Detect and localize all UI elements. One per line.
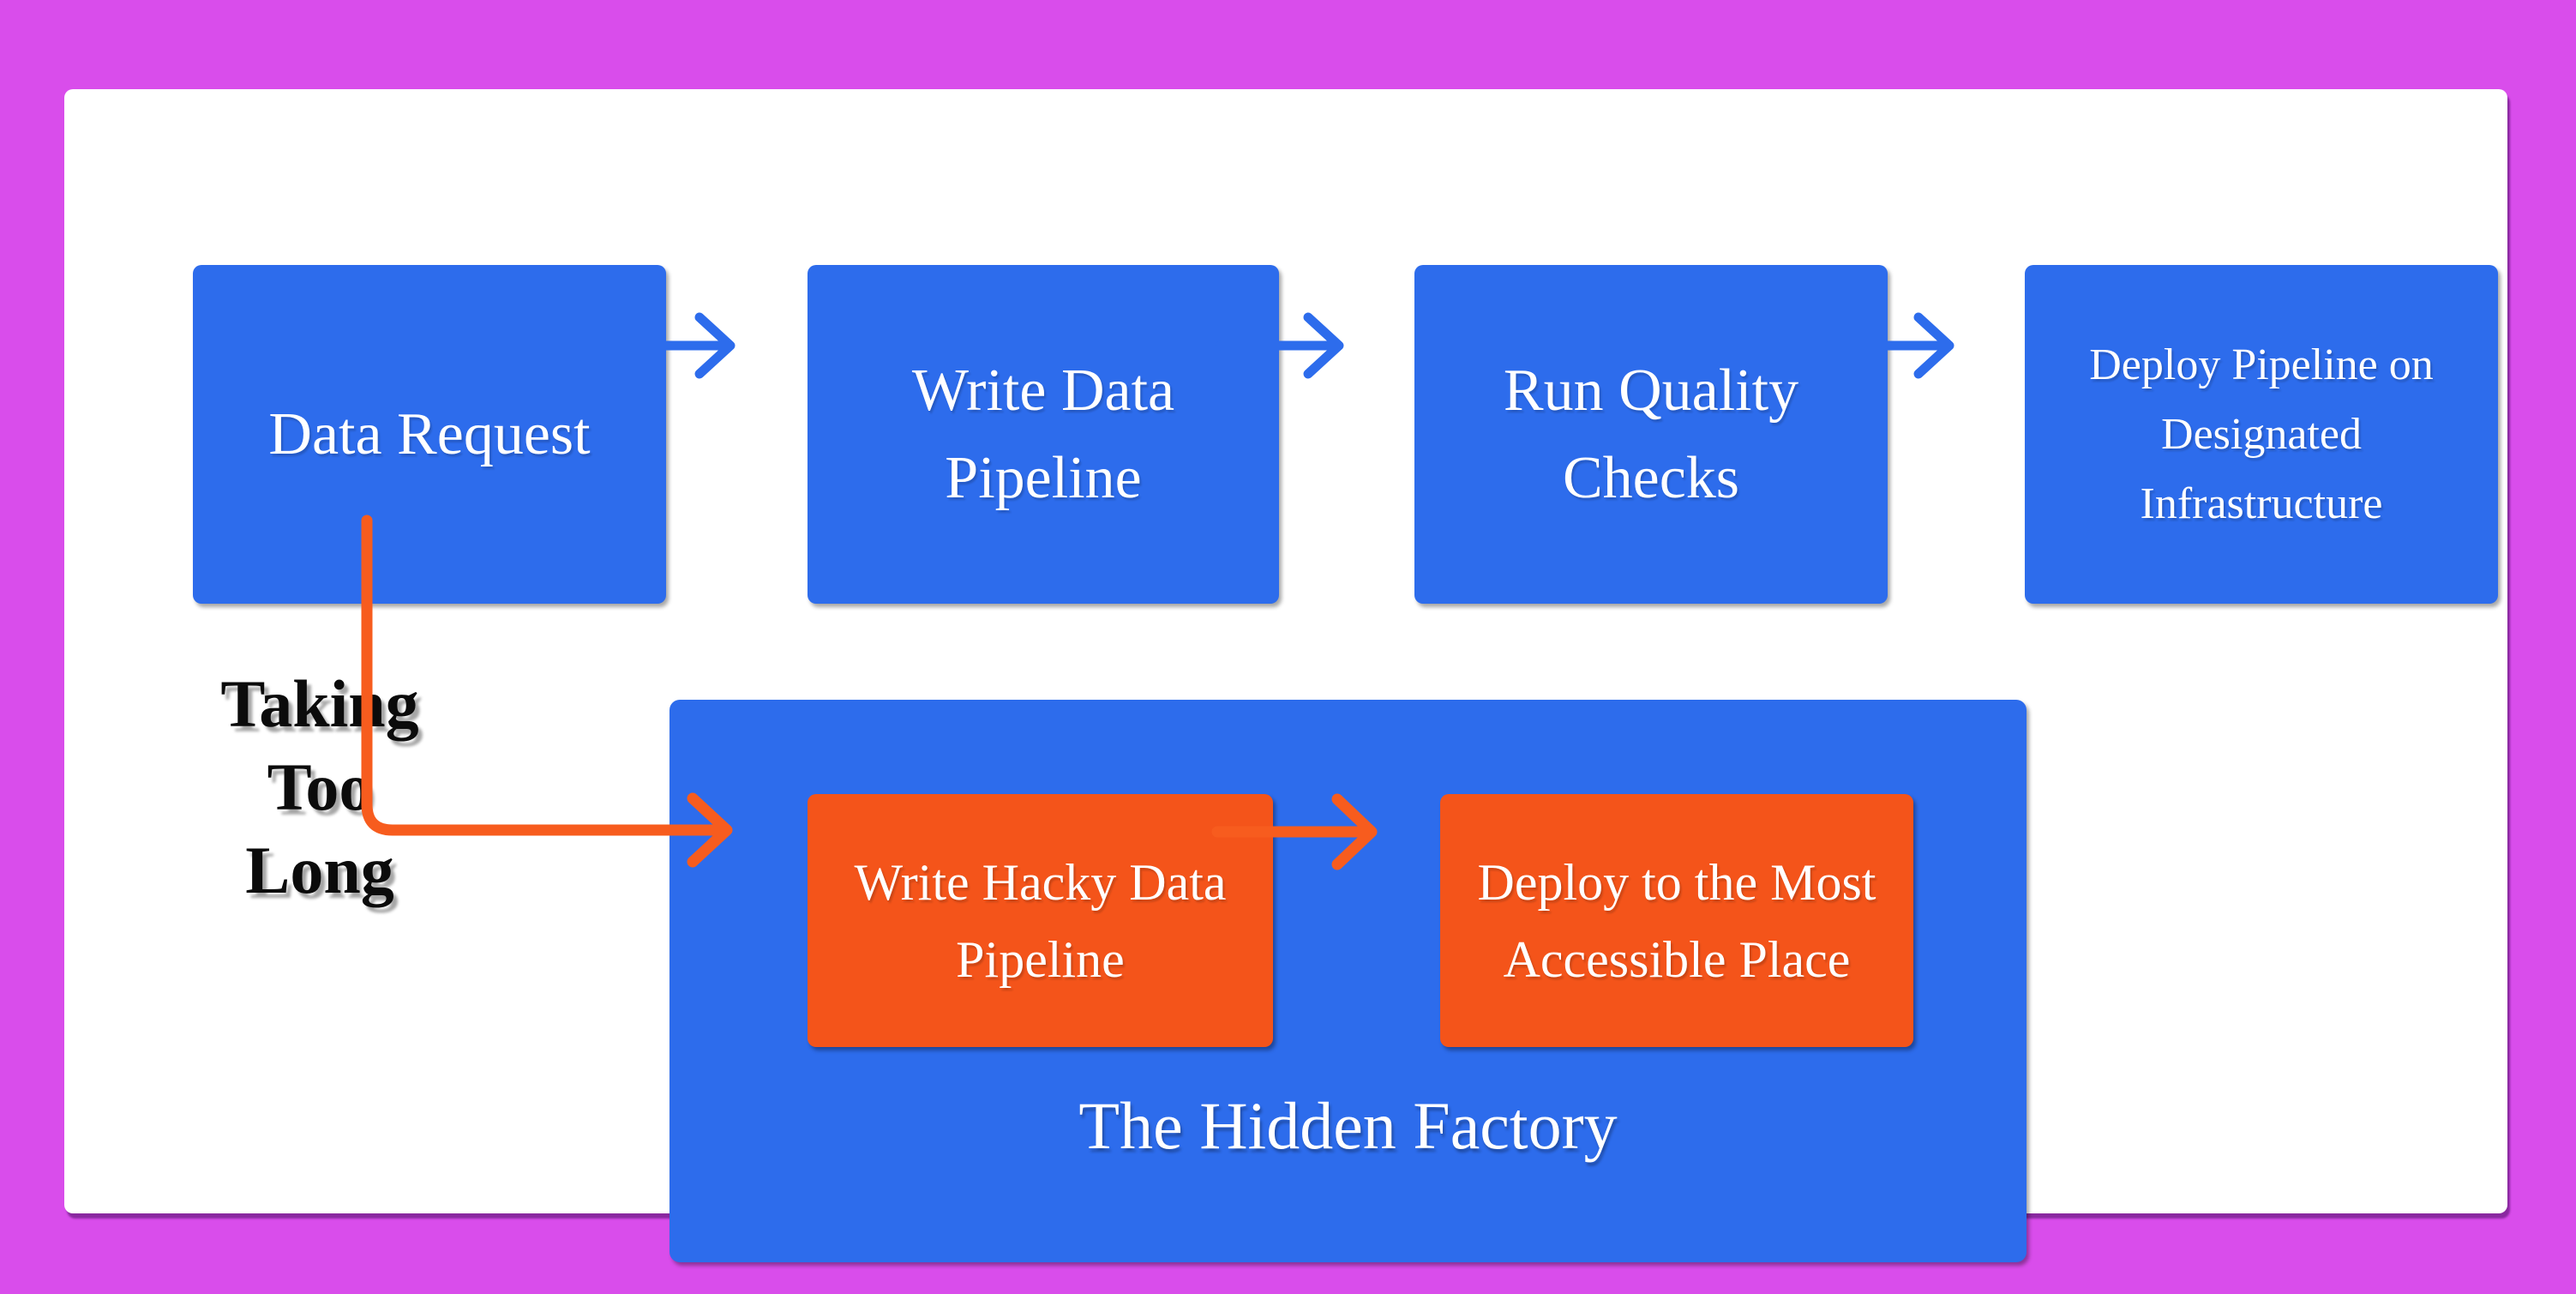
node-data-request: Data Request	[193, 265, 666, 604]
node-label: Write Hacky Data Pipeline	[854, 853, 1227, 988]
node-deploy-pipeline-infrastructure: Deploy Pipeline on Designated Infrastruc…	[2025, 265, 2498, 604]
node-deploy-accessible-place: Deploy to the Most Accessible Place	[1440, 794, 1913, 1047]
node-label: Deploy Pipeline on Designated Infrastruc…	[2089, 340, 2434, 528]
node-run-quality-checks: Run Quality Checks	[1414, 265, 1888, 604]
hidden-factory-caption: The Hidden Factory	[1078, 1088, 1618, 1163]
node-label: Deploy to the Most Accessible Place	[1477, 853, 1876, 988]
diagram-canvas: Data Request Write Data Pipeline Run Qua…	[64, 89, 2507, 1262]
node-label: Write Data Pipeline	[911, 357, 1175, 511]
node-write-hacky-pipeline: Write Hacky Data Pipeline	[808, 794, 1273, 1047]
node-label: Data Request	[268, 400, 591, 467]
node-label: Run Quality Checks	[1503, 357, 1799, 511]
node-write-data-pipeline: Write Data Pipeline	[808, 265, 1279, 604]
branch-label-taking-too-long: Taking Too Long	[220, 666, 419, 907]
